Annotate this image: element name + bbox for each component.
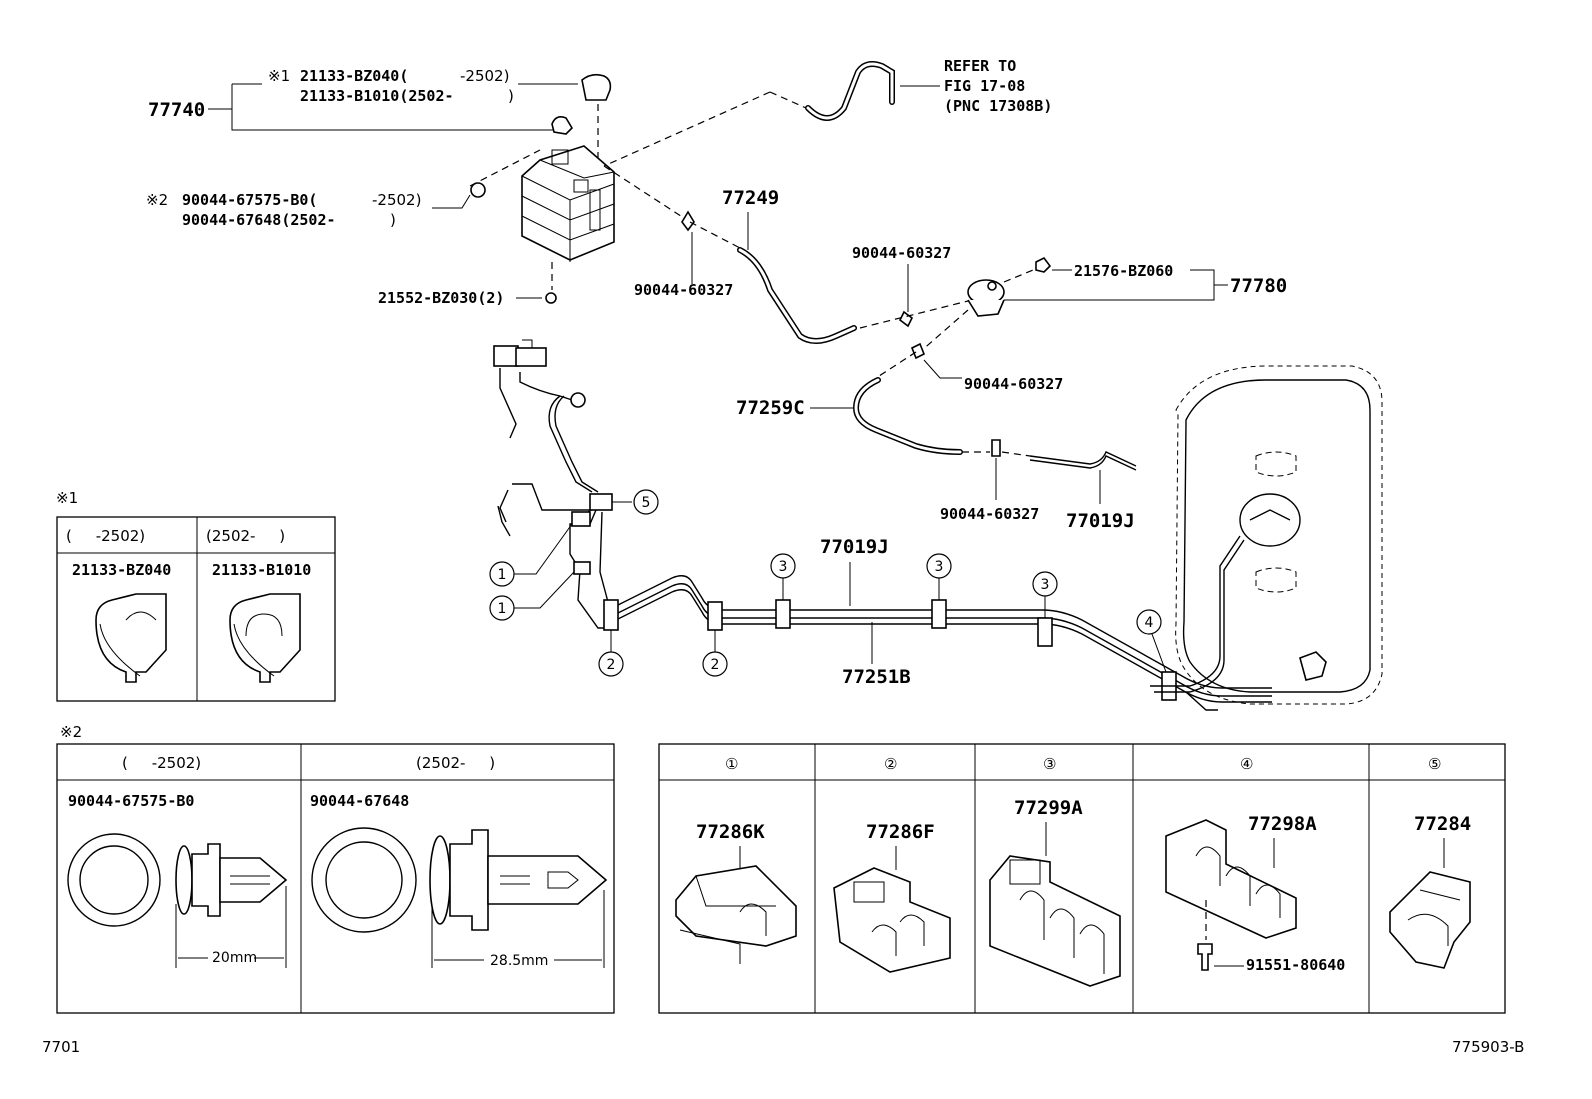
grommet-icon bbox=[1035, 256, 1052, 273]
table3-part-77286k: 77286K bbox=[696, 821, 765, 843]
table2-header-2: (2502- ) bbox=[416, 754, 495, 772]
label-21133-bz040: 21133-BZ040( bbox=[300, 67, 408, 85]
table3-frame bbox=[658, 743, 1506, 1014]
footer-left-code: 7701 bbox=[42, 1038, 81, 1056]
label-90044-67648: 90044-67648(2502- bbox=[182, 211, 336, 229]
clamp-2a-icon bbox=[603, 599, 619, 631]
canister-bracket-icon bbox=[551, 116, 574, 135]
footer-right-code: 775903-B bbox=[1452, 1038, 1525, 1056]
table3-bolt: 91551-80640 bbox=[1246, 956, 1345, 974]
svg-text:3: 3 bbox=[779, 559, 788, 575]
table2-frame bbox=[56, 743, 615, 1014]
bolt-icon bbox=[1197, 943, 1213, 971]
table1-frame bbox=[56, 516, 336, 702]
label-clamp-d: 90044-60327 bbox=[940, 505, 1039, 523]
vapor-valve-icon bbox=[493, 339, 547, 367]
mark-2-label: ※2 bbox=[146, 191, 168, 209]
callout-4 bbox=[1136, 609, 1162, 635]
clamp-d-icon bbox=[991, 439, 1001, 457]
nut-icon bbox=[545, 292, 557, 304]
label-21133-b1010-close: ) bbox=[508, 87, 514, 105]
fuel-tank-icon bbox=[1150, 365, 1383, 705]
label-clamp-a: 90044-60327 bbox=[634, 281, 733, 299]
clamp-c-icon bbox=[910, 342, 926, 360]
clamp-77284-icon bbox=[1389, 871, 1471, 969]
label-21133-bz040-range: -2502) bbox=[460, 67, 509, 85]
table1-header-1: ( -2502) bbox=[66, 527, 145, 545]
clip-icon bbox=[470, 182, 486, 198]
table2-mark: ※2 bbox=[60, 723, 82, 741]
label-77740: 77740 bbox=[148, 99, 205, 121]
table3-part-77286f: 77286F bbox=[866, 821, 935, 843]
table1-part-1: 21133-BZ040 bbox=[72, 561, 171, 579]
svg-text:3: 3 bbox=[1041, 577, 1050, 593]
dim-20mm: 20mm bbox=[212, 950, 257, 966]
table3-header-2: ② bbox=[884, 755, 897, 773]
cap-b1010-icon bbox=[229, 593, 301, 683]
svg-text:4: 4 bbox=[1145, 615, 1154, 631]
fuel-sender-icon bbox=[967, 279, 1005, 317]
svg-text:1: 1 bbox=[498, 567, 507, 583]
svg-text:5: 5 bbox=[642, 495, 651, 511]
label-77251b: 77251B bbox=[842, 666, 911, 688]
clamp-icon bbox=[681, 210, 695, 232]
label-77019j-b: 77019J bbox=[820, 536, 889, 558]
clamp-2b-icon bbox=[707, 601, 723, 631]
table2-part-1: 90044-67575-B0 bbox=[68, 792, 194, 810]
label-77019j-a: 77019J bbox=[1066, 510, 1135, 532]
table3-part-77299a: 77299A bbox=[1014, 797, 1083, 819]
label-77249: 77249 bbox=[722, 187, 779, 209]
table3-header-1: ① bbox=[725, 755, 738, 773]
table1-mark: ※1 bbox=[56, 489, 78, 507]
canister-icon bbox=[521, 145, 615, 262]
clip-67575-icon bbox=[67, 833, 288, 927]
label-clamp-b: 90044-60327 bbox=[852, 244, 951, 262]
table2-header-1: ( -2502) bbox=[122, 754, 201, 772]
table2-part-2: 90044-67648 bbox=[310, 792, 409, 810]
label-21576-bz060: 21576-BZ060 bbox=[1074, 262, 1173, 280]
table3-part-77284: 77284 bbox=[1414, 813, 1471, 835]
table3-header-4: ④ bbox=[1240, 755, 1253, 773]
clip-5-icon bbox=[589, 493, 613, 511]
table3-header-5: ⑤ bbox=[1428, 755, 1441, 773]
label-77259c: 77259C bbox=[736, 397, 805, 419]
refer-to-line1: REFER TO bbox=[944, 57, 1016, 75]
svg-text:2: 2 bbox=[711, 657, 720, 673]
label-90044-67575-b0: 90044-67575-B0( bbox=[182, 191, 317, 209]
svg-text:1: 1 bbox=[498, 601, 507, 617]
cap-bz040-icon bbox=[95, 593, 167, 683]
clamp-77298a-icon bbox=[1165, 819, 1297, 939]
refer-to-line3: (PNC 17308B) bbox=[944, 97, 1052, 115]
label-21133-b1010: 21133-B1010(2502- bbox=[300, 87, 454, 105]
mark-1-label: ※1 bbox=[268, 67, 290, 85]
table3-part-77298a: 77298A bbox=[1248, 813, 1317, 835]
clamp-3b-icon bbox=[931, 599, 947, 629]
callout-5 bbox=[633, 489, 659, 515]
table1-part-2: 21133-B1010 bbox=[212, 561, 311, 579]
clamp-77286f-icon bbox=[833, 867, 951, 973]
svg-text:3: 3 bbox=[935, 559, 944, 575]
clamp-77299a-icon bbox=[989, 855, 1121, 987]
svg-text:2: 2 bbox=[607, 657, 616, 673]
clamp-3c-icon bbox=[1037, 617, 1053, 647]
label-90044-67575-b0-range: -2502) bbox=[372, 191, 421, 209]
label-77780: 77780 bbox=[1230, 275, 1287, 297]
clip-67648-icon bbox=[311, 827, 608, 933]
clamp-3a-icon bbox=[775, 599, 791, 629]
callout-2b bbox=[702, 651, 728, 677]
label-21552-bz030: 21552-BZ030(2) bbox=[378, 289, 504, 307]
refer-to-line2: FIG 17-08 bbox=[944, 77, 1025, 95]
table1-header-2: (2502- ) bbox=[206, 527, 285, 545]
dim-28-5mm: 28.5mm bbox=[490, 953, 548, 969]
clamp-b-icon bbox=[898, 310, 914, 328]
clamp-77286k-icon bbox=[675, 865, 797, 964]
canister-cap-icon bbox=[581, 73, 612, 101]
callout-2a bbox=[598, 651, 624, 677]
label-90044-67648-close: ) bbox=[390, 211, 396, 229]
label-clamp-c: 90044-60327 bbox=[964, 375, 1063, 393]
table3-header-3: ③ bbox=[1043, 755, 1056, 773]
